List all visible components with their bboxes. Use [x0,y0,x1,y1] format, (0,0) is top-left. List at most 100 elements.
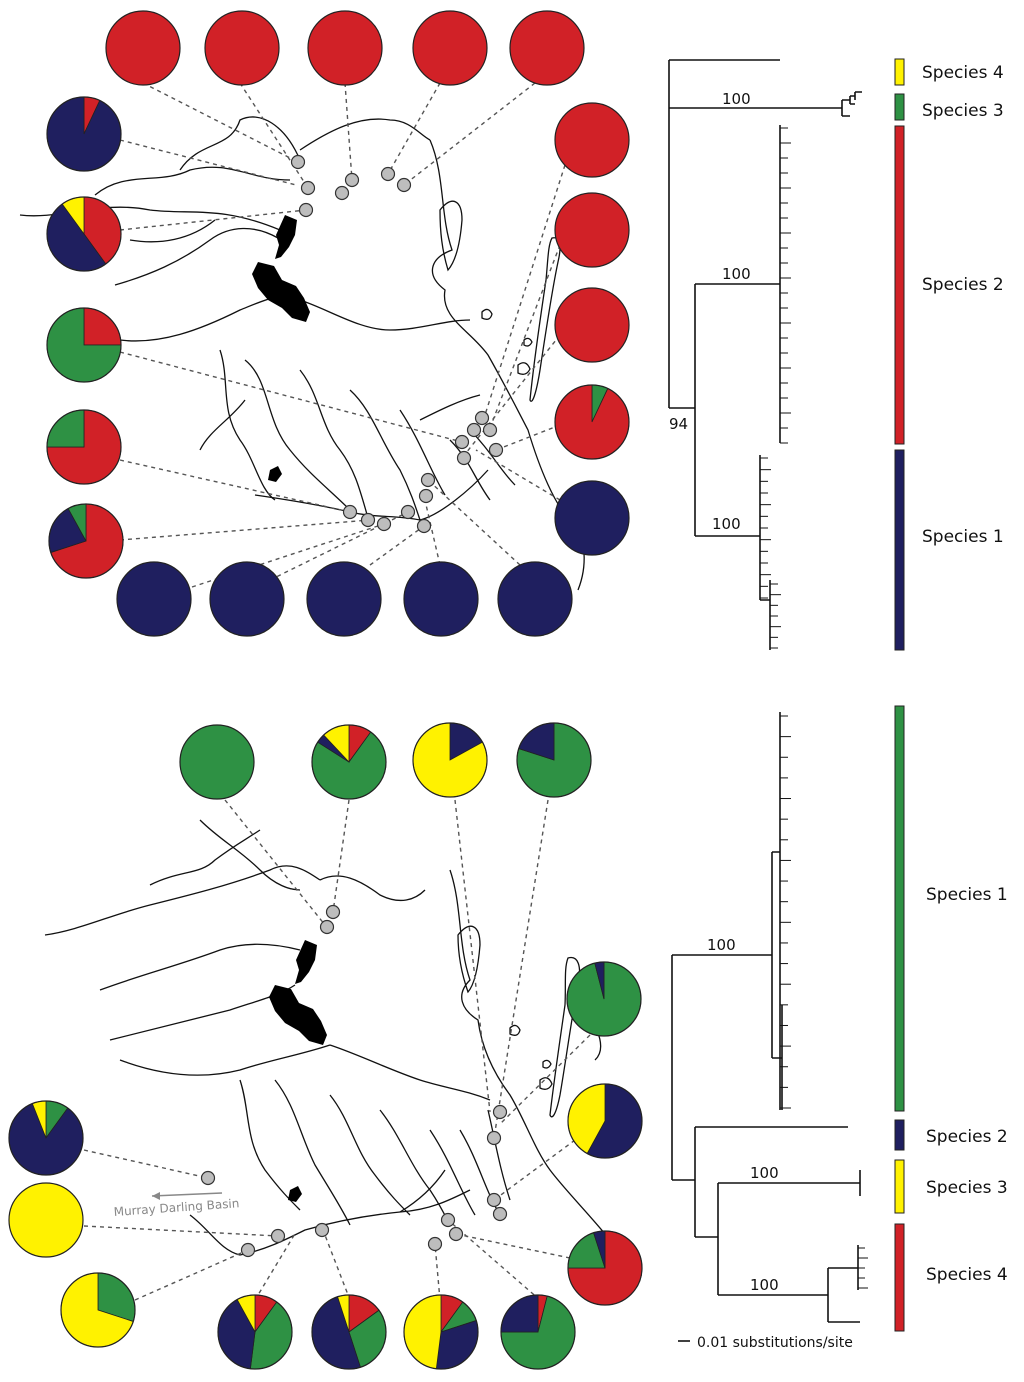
sampling-site [376,516,392,532]
top-island-small-1 [481,308,493,320]
pie-slice-navy [210,562,284,636]
top-river [179,116,301,171]
bootstrap-value: 100 [712,515,741,533]
legend-label: Species 3 [926,1178,1008,1198]
pie-outline [500,1294,576,1370]
bottom-river [399,1169,446,1213]
pie-chart [554,480,630,556]
pie-outline [566,961,642,1037]
sampling-site [380,166,396,182]
top-island-small-3 [523,337,533,347]
pie-outline [105,10,181,86]
pie-chart [46,96,122,172]
pie-chart [567,1083,643,1159]
pie-chart [179,724,255,800]
bottom-island-small-2 [539,1077,553,1090]
pie-outline [60,1272,136,1348]
top-river [299,118,431,151]
basin-arrow [151,1192,223,1197]
bottom-island-small-3 [542,1059,552,1069]
bootstrap-value: 100 [750,1276,779,1294]
basin-arrowhead [152,1192,160,1200]
bottom-river [149,829,261,886]
pie-chart [412,10,488,86]
sampling-site [482,422,498,438]
bottom-river [329,1044,491,1101]
bottom-river [189,1189,471,1256]
pie-chart [306,561,382,637]
pie-outline [403,1294,479,1370]
top-river [399,409,446,496]
bottom-phylogenetic-tree: 100 100 100 0.01 substitutions/site [671,712,868,1351]
bottom-panel: Murray Darling Basin [8,705,1008,1370]
pie-slice-yellow [403,1294,442,1370]
pie-chart [311,1294,387,1370]
bottom-river [379,1109,451,1226]
pie-outline [554,287,630,363]
pie-outline [204,10,280,86]
top-coastline [429,139,571,521]
pie-chart [46,196,122,272]
legend-bar [894,1159,905,1214]
bootstrap-value: 100 [722,265,751,283]
bottom-river [119,1044,331,1076]
top-river [254,469,489,521]
legend-bar [894,58,905,86]
top-island-strip [529,237,561,402]
pie-slice-red [555,288,629,362]
pie-outline [116,561,192,637]
pie-outline [306,561,382,637]
bottom-legend: Species 1 Species 2 Species 3 Species 4 [894,705,1008,1332]
pie-slice-red [106,11,180,85]
pie-outline [46,96,122,172]
sampling-site [440,1212,456,1228]
pie-chart [497,561,573,637]
pie-slice-red [413,11,487,85]
pie-chart [567,1230,643,1306]
tree-branch [760,580,771,650]
top-lake-main [252,262,310,322]
tree-branch [772,712,781,1110]
pie-outline [179,724,255,800]
tree-branch [828,1245,860,1323]
top-river [244,359,351,511]
top-island-small-2 [517,362,531,375]
sampling-site [240,1242,256,1258]
sampling-site [270,1228,286,1244]
pie-slice-navy [498,562,572,636]
bottom-coastline [449,869,611,1241]
pie-outline [497,561,573,637]
bottom-river [319,875,426,902]
pie-slice-navy [555,481,629,555]
legend-bar [894,1119,905,1151]
pie-slice-navy [404,562,478,636]
sampling-site [418,488,434,504]
top-sampling-sites [290,154,504,534]
pie-chart [554,384,630,460]
legend-label: Species 1 [922,527,1004,547]
legend-label: Species 1 [926,885,1008,905]
legend-label: Species 4 [922,63,1004,83]
pie-outline [48,503,124,579]
tree-tips [780,715,791,1109]
legend-bar [894,449,905,651]
pie-chart [307,10,383,86]
top-pie-charts [46,10,630,637]
legend-bar [894,705,905,1112]
pie-chart [403,561,479,637]
pie-chart [105,10,181,86]
pie-chart [8,1182,84,1258]
pie-outline [509,10,585,86]
sampling-site [400,504,416,520]
pie-slice-red [205,11,279,85]
bottom-river [329,1094,411,1216]
top-river [349,389,421,521]
bottom-lake-upper [295,940,317,984]
bottom-sampling-sites [200,904,508,1258]
tree-tips [780,127,791,444]
pie-chart [516,722,592,798]
bootstrap-value: 100 [722,90,751,108]
legend-label: Species 4 [926,1265,1008,1285]
bootstrap-value: 100 [750,1164,779,1182]
